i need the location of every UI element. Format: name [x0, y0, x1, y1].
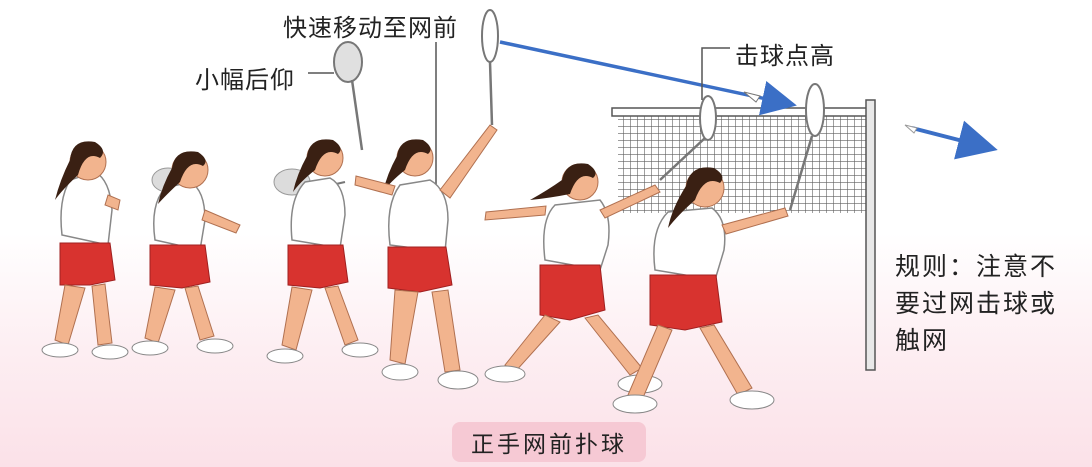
- rule-line-3: 触网: [895, 326, 950, 355]
- label-small-backswing: 小幅后仰: [195, 66, 295, 94]
- player-figure-step: [266, 139, 379, 364]
- player-figure-reach: [354, 9, 499, 390]
- racket-backswing: [333, 41, 364, 151]
- label-leader-lines: [308, 42, 730, 205]
- player-figure-backswing: [131, 151, 241, 356]
- label-high-contact: 击球点高: [735, 42, 835, 70]
- rule-line-2: 要过网击球或: [895, 289, 1058, 318]
- rule-note: 规则：注意不 要过网击球或 触网: [895, 248, 1085, 359]
- rule-line-1: 规则：注意不: [895, 252, 1058, 281]
- shuttle-trajectory-arrows: [499, 40, 998, 160]
- badminton-net: [611, 99, 876, 371]
- player-figure-smash: [612, 83, 825, 414]
- label-move-to-net: 快速移动至网前: [283, 14, 458, 42]
- player-figure-stance: [41, 141, 129, 360]
- diagram-caption: 正手网前扑球: [452, 422, 646, 462]
